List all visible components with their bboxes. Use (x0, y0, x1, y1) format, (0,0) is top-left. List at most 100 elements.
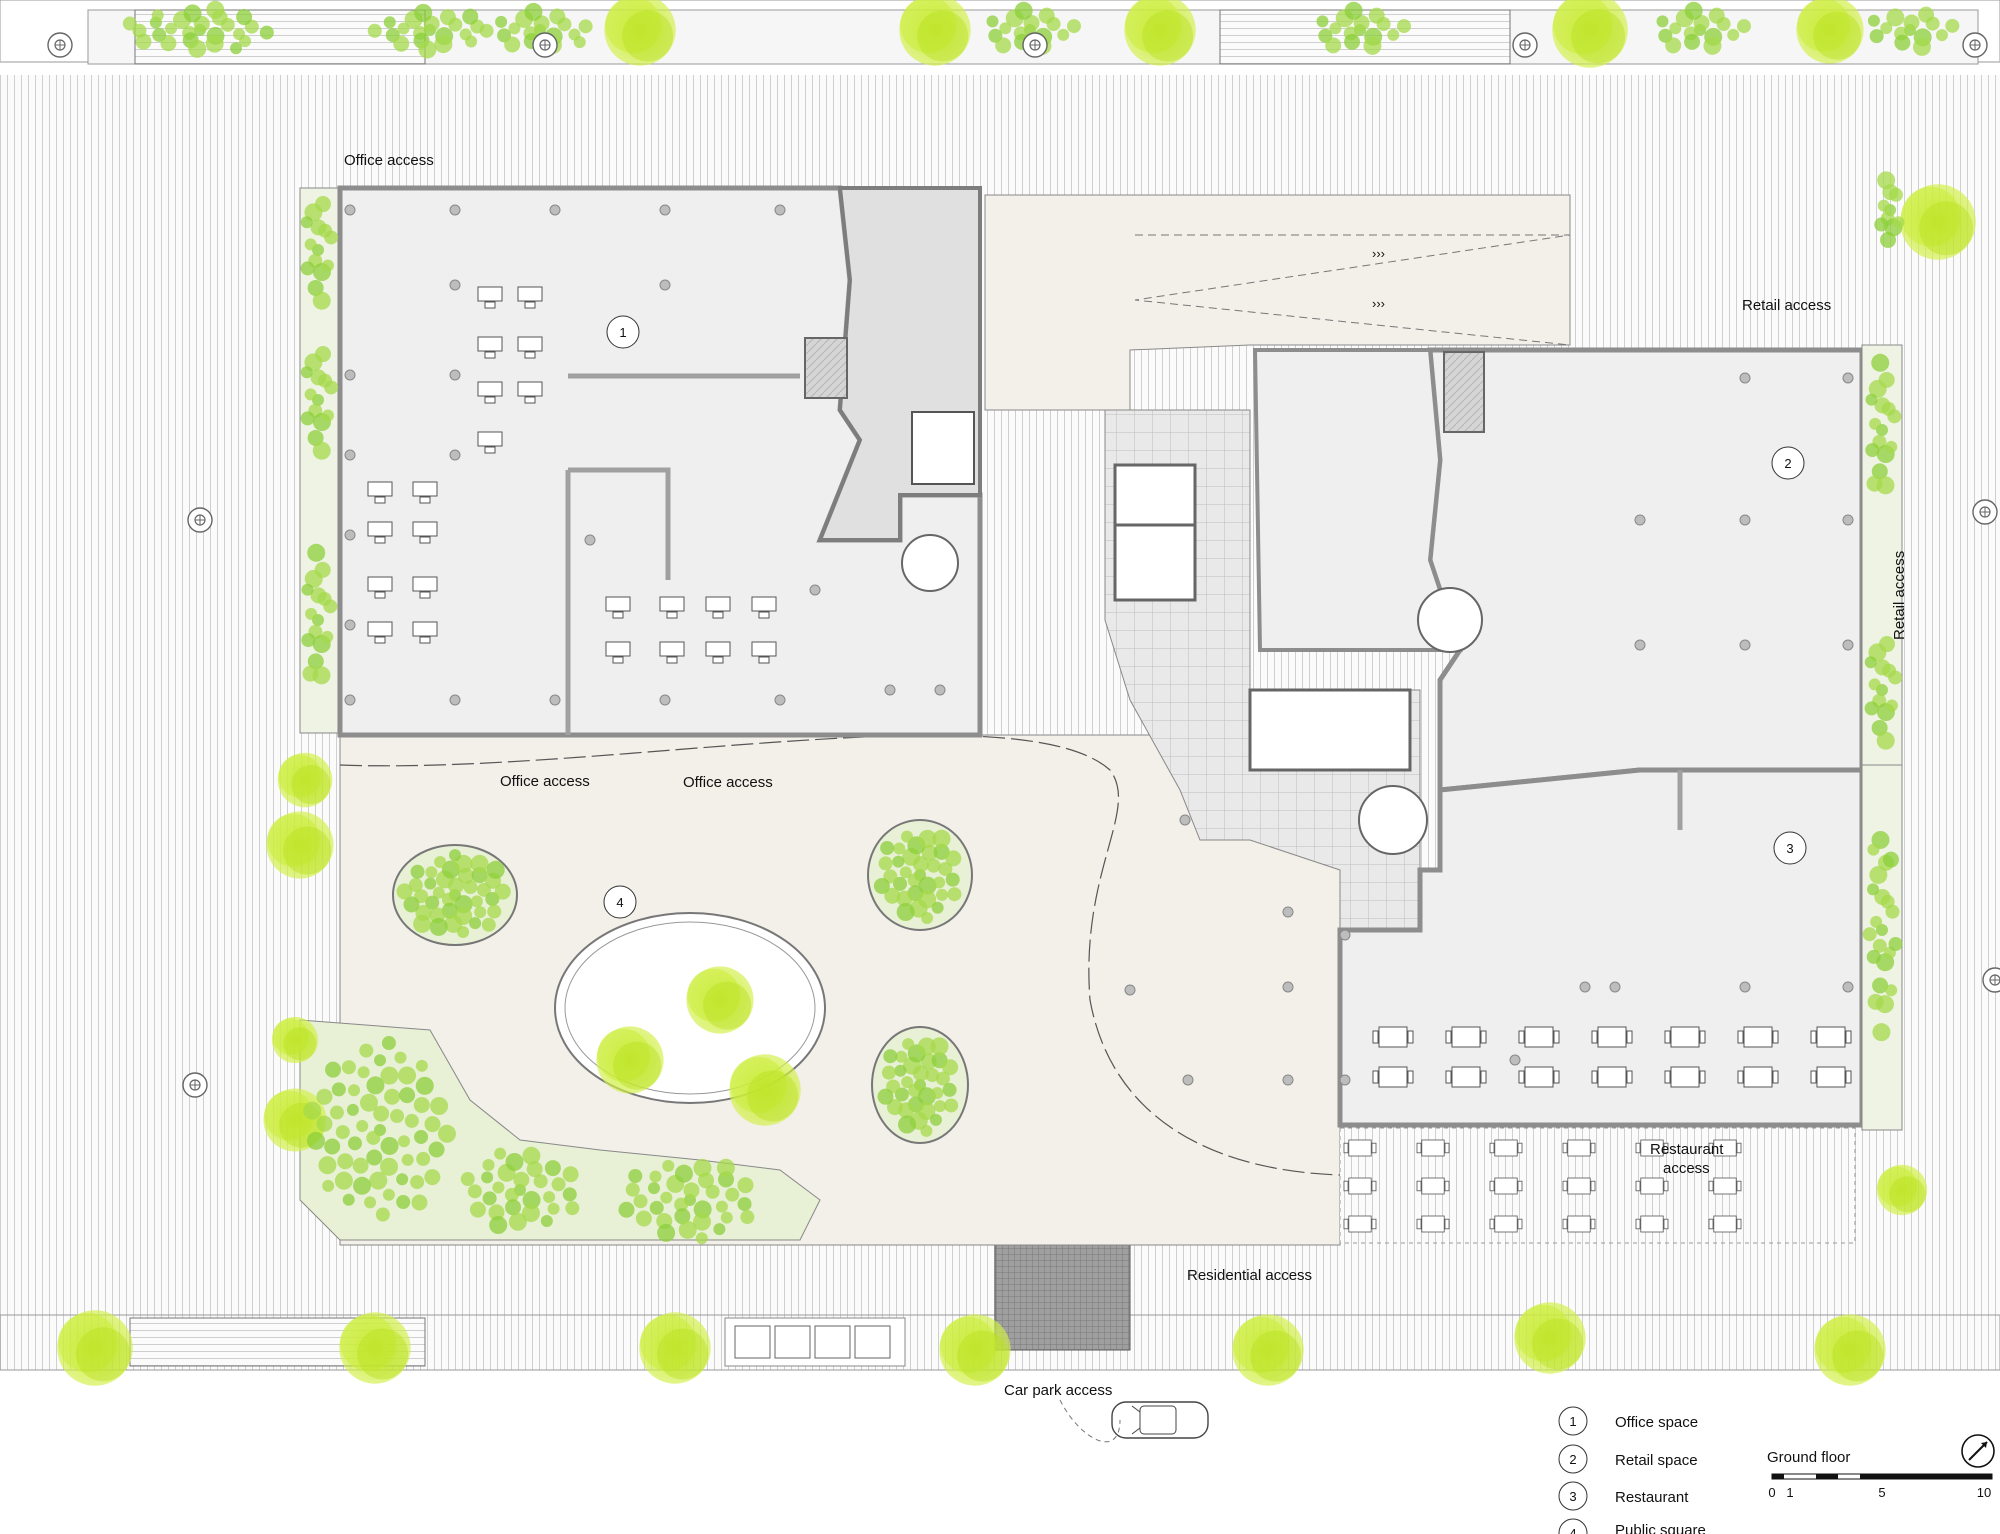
shrub-leaf (1727, 28, 1740, 41)
shrub-leaf (384, 1088, 401, 1105)
column-icon (584, 534, 596, 546)
shrub-leaf (544, 1160, 561, 1177)
legend-item-3: 3 Restaurant (1558, 1481, 1689, 1511)
shrub-leaf (346, 1103, 359, 1116)
shrub-leaf (1867, 14, 1880, 27)
column-icon (344, 694, 356, 706)
plan-title: Ground floor (1767, 1449, 1850, 1466)
shrub-leaf (945, 850, 962, 867)
shrub-leaf (367, 23, 382, 38)
column-icon (1579, 981, 1591, 993)
shrub-leaf (329, 1105, 344, 1120)
shrub-leaf (301, 633, 316, 648)
restaurant-table-icon (1372, 1066, 1414, 1088)
shrub-leaf (892, 855, 905, 868)
svg-text:10: 10 (1977, 1485, 1991, 1500)
shrub-leaf (160, 35, 177, 52)
shrub-leaf (1344, 1, 1363, 20)
legend-item-4: 4 Public square (1558, 1518, 1706, 1534)
column-icon (774, 694, 786, 706)
shrub-leaf (540, 1214, 553, 1227)
shrub-leaf (1888, 187, 1903, 202)
shrub-leaf (649, 1200, 664, 1215)
shrub-leaf (1316, 15, 1329, 28)
shrub-leaf (307, 1131, 326, 1150)
shrub-leaf (312, 441, 331, 460)
svg-text:Restaurant: Restaurant (1615, 1489, 1689, 1506)
column-icon (449, 694, 461, 706)
shrub-leaf (921, 844, 938, 861)
svg-text:2: 2 (1784, 456, 1791, 471)
terrace-table-icon (1708, 1215, 1742, 1233)
zone-marker-2: 2 (1771, 446, 1805, 480)
shrub-leaf (933, 876, 946, 889)
terrace-table-icon (1343, 1215, 1377, 1233)
shrub-leaf (1038, 7, 1055, 24)
shrub-leaf (1708, 7, 1725, 24)
shrub-leaf (1877, 171, 1896, 190)
shrub-leaf (1866, 475, 1883, 492)
shrub-leaf (1918, 6, 1935, 23)
shrub-leaf (469, 1201, 486, 1218)
ramp-dash (1134, 234, 1571, 346)
shrub-leaf (380, 1157, 399, 1176)
shrub-leaf (403, 896, 420, 913)
tree-canopy-icon (271, 1016, 319, 1064)
shrub-leaf (304, 238, 317, 251)
shrub-leaf (380, 1136, 399, 1155)
shrub-leaf (522, 1146, 541, 1165)
column-icon (934, 684, 946, 696)
shrub-leaf (565, 1201, 580, 1216)
retail-access-label-side: Retail access (1891, 551, 1908, 640)
shrub-leaf (716, 1158, 735, 1177)
column-icon (1282, 981, 1294, 993)
terrace-table-icon (1343, 1177, 1377, 1195)
zone-marker-4: 4 (603, 885, 637, 919)
shrub-leaf (342, 1193, 355, 1206)
tree-canopy-icon (1876, 1164, 1928, 1216)
tree-canopy-icon (277, 752, 333, 808)
shrub-leaf (901, 1076, 914, 1089)
shrub-leaf (1871, 463, 1888, 480)
shrub-leaf (562, 1187, 577, 1202)
shrub-leaf (413, 914, 432, 933)
column-icon (1634, 514, 1646, 526)
terrace-table-icon (1562, 1215, 1596, 1233)
restaurant-table-icon (1372, 1026, 1414, 1048)
office-access-label-top: Office access (344, 152, 434, 169)
shrub-leaf (303, 1101, 322, 1120)
shrub-leaf (428, 1141, 445, 1158)
shrub-leaf (165, 22, 178, 35)
shrub-leaf (543, 1191, 556, 1204)
drain-cover-icon (1972, 499, 1998, 525)
shrub-leaf (449, 849, 461, 862)
restaurant-stair (1358, 785, 1428, 855)
shrub-leaf (1684, 1, 1703, 20)
shrub-leaf (524, 2, 543, 21)
shrub-leaf (938, 861, 953, 876)
shrub-leaf (562, 1166, 579, 1183)
shrub-leaf (441, 902, 458, 919)
shrub-leaf (414, 3, 433, 22)
shrub-leaf (188, 39, 207, 58)
shrub-leaf (894, 1064, 907, 1077)
office-access-label-left: Office access (500, 773, 590, 790)
restaurant-table-icon (1664, 1026, 1706, 1048)
shrub-leaf (492, 1181, 505, 1194)
shrub-leaf (183, 4, 202, 23)
shrub-leaf (1344, 33, 1361, 50)
shrub-leaf (692, 1212, 711, 1231)
shrub-leaf (508, 22, 521, 35)
shrub-leaf (902, 1038, 915, 1051)
shrub-leaf (366, 1076, 385, 1095)
shrub-leaf (918, 876, 937, 895)
shrub-leaf (352, 1157, 369, 1174)
shrub-leaf (347, 1136, 362, 1151)
shrub-leaf (151, 9, 164, 22)
shrub-leaf (465, 35, 478, 48)
shrub-leaf (578, 19, 593, 34)
shrub-leaf (460, 1172, 475, 1187)
column-icon (659, 694, 671, 706)
car-park-ramp (994, 1239, 1131, 1351)
shrub-leaf (921, 911, 934, 924)
